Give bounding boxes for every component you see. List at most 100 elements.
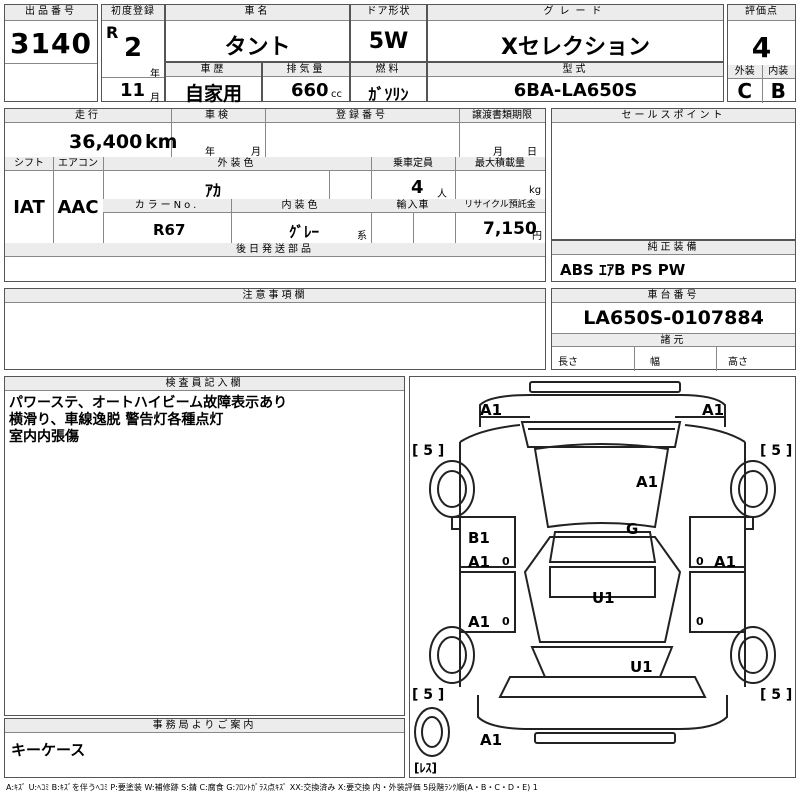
registration-year: 2 — [124, 33, 143, 63]
spec-table: 走行 車検 登録番号 譲渡書類期限 36,400 km 年 月 月 日 シフト … — [4, 108, 546, 282]
damage-mark-left-front-door-b: B1 — [468, 529, 490, 547]
grade-box: グレード Xセレクション — [427, 4, 724, 62]
displacement-label: 排気量 — [263, 63, 349, 77]
tread-mark-2: 0 — [696, 555, 704, 568]
transfer-month-unit: 月 — [493, 147, 503, 158]
score-label: 評価点 — [728, 5, 795, 21]
lot-number: 3140 — [10, 27, 92, 60]
displacement-unit: cc — [331, 89, 342, 100]
inspection-month-unit: 月 — [251, 147, 261, 158]
inspector-box: 検査員記入欄 パワーステ、オートハイビーム故障表示あり 横滑り、車線逸脱 警告灯… — [4, 376, 405, 716]
load-unit: kg — [529, 185, 542, 196]
score-box: 評価点 4 外装 内装 C B — [727, 4, 796, 103]
tire-depth-front-right: [ 5 ] — [760, 443, 792, 459]
center-body — [523, 536, 682, 643]
left-rear-door — [460, 571, 516, 633]
damage-mark-front-left: A1 — [480, 401, 502, 419]
ac: AAC — [57, 197, 99, 218]
notes-label: 注意事項欄 — [5, 289, 545, 303]
roof — [549, 566, 656, 598]
model-box: 型式 6BA-LA650S — [427, 62, 724, 102]
shift: IAT — [13, 197, 45, 218]
transfer-day-unit: 日 — [527, 147, 537, 158]
front-bumper — [479, 394, 726, 427]
fuel-box: 燃料 ｶﾞｿﾘﾝ — [350, 62, 427, 104]
damage-mark-tailgate: U1 — [630, 658, 653, 676]
width-label: 幅 — [650, 357, 660, 368]
exterior-label: 外装 — [728, 65, 762, 79]
month-unit: 月 — [150, 93, 160, 104]
import-label: 輸入車 — [371, 199, 455, 213]
first-registration-box: 初度登録 R 2 年 11 月 — [101, 4, 165, 104]
notes-box: 注意事項欄 — [4, 288, 546, 370]
lot-number-label: 出品番号 — [5, 5, 97, 21]
office-label: 事務局よりご案内 — [5, 719, 404, 733]
legend: A:ｷｽﾞ U:ﾍｺﾐ B:ｷｽﾞを伴うﾍｺﾐ P:要塗装 W:補修跡 S:錆 … — [6, 783, 538, 792]
fuel-label: 燃料 — [351, 63, 426, 77]
front-bumper-top — [529, 381, 681, 393]
mileage-label: 走行 — [5, 109, 171, 123]
displacement-box: 排気量 660 cc — [262, 62, 350, 102]
model-label: 型式 — [428, 63, 723, 77]
damage-mark-rear-bumper: A1 — [480, 731, 502, 749]
car-name: タント — [224, 35, 291, 60]
tread-mark-4: 0 — [696, 615, 704, 628]
equipment-box: 純正装備 ABS ｴｱB PS PW — [551, 240, 796, 282]
damage-mark-roof: U1 — [592, 589, 615, 607]
model: 6BA-LA650S — [513, 80, 638, 101]
damage-mark-front-right: A1 — [702, 401, 724, 419]
tire-depth-front-left: [ 5 ] — [412, 443, 444, 459]
right-rear-door — [689, 571, 745, 633]
interior-label: 内装 — [761, 65, 795, 79]
tread-mark-1: 0 — [502, 555, 510, 568]
exterior-score: C — [737, 79, 753, 103]
car-name-label: 車名 — [166, 5, 349, 21]
chassis-label: 車台番号 — [552, 289, 795, 303]
spare-tire-label: [ﾚｽ] — [414, 761, 437, 775]
door-box: ドア形状 5W — [350, 4, 427, 62]
load-label: 最大積載量 — [455, 157, 545, 171]
later-parts-label: 後日発送部品 — [5, 243, 545, 257]
ac-label: エアコン — [53, 157, 103, 171]
era: R — [106, 23, 119, 42]
hood — [520, 421, 682, 448]
damage-mark-right-front-door: A1 — [714, 553, 736, 571]
tailgate — [498, 676, 707, 698]
year-unit: 年 — [150, 69, 160, 80]
damage-mark-windshield: A1 — [636, 473, 658, 491]
selling-points-label: セールスポイント — [552, 109, 795, 123]
right-front-door — [689, 516, 745, 568]
front-pillar — [548, 531, 657, 563]
recycle-label: リサイクル預託金 — [455, 199, 545, 213]
chassis-box: 車台番号 LA650S-0107884 諸元 長さ 幅 高さ — [551, 288, 796, 371]
inspection-label: 車検 — [171, 109, 265, 123]
tread-mark-3: 0 — [502, 615, 510, 628]
grade: Xセレクション — [501, 35, 650, 60]
door-type: 5W — [368, 29, 409, 54]
interior-color: ｸﾞﾚｰ — [289, 223, 320, 241]
plate-label: 登録番号 — [265, 109, 459, 123]
inspection-year-unit: 年 — [205, 147, 215, 158]
tire-depth-rear-left: [ 5 ] — [412, 687, 444, 703]
body-sides — [459, 442, 746, 687]
fuel: ｶﾞｿﾘﾝ — [368, 85, 409, 104]
selling-points-box: セールスポイント — [551, 108, 796, 240]
shift-label: シフト — [5, 157, 53, 171]
recycle-fee: 7,150 — [483, 219, 537, 239]
dimensions-label: 諸元 — [552, 333, 795, 347]
interior-color-label: 内装色 — [231, 199, 371, 213]
office-text: キーケース — [11, 741, 86, 759]
rear-right-wheel — [730, 626, 776, 684]
mileage: 36,400 — [69, 131, 143, 153]
damage-diagram: A1 A1 A1 G B1 A1 A1 A1 U1 U1 A1 [ 5 ] [ … — [409, 376, 796, 778]
office-box: 事務局よりご案内 キーケース — [4, 718, 405, 778]
color-no-label: カラーNo. — [103, 199, 231, 213]
length-label: 長さ — [558, 357, 578, 368]
equipment-label: 純正装備 — [552, 241, 795, 255]
history: 自家用 — [184, 83, 242, 105]
mileage-unit: km — [145, 131, 178, 153]
rear-bumper — [477, 695, 728, 730]
history-label: 車歴 — [166, 63, 261, 77]
capacity-label: 乗車定員 — [371, 157, 455, 171]
car-diagram-svg: A1 A1 A1 G B1 A1 A1 A1 U1 U1 A1 [ 5 ] [ … — [412, 381, 792, 775]
